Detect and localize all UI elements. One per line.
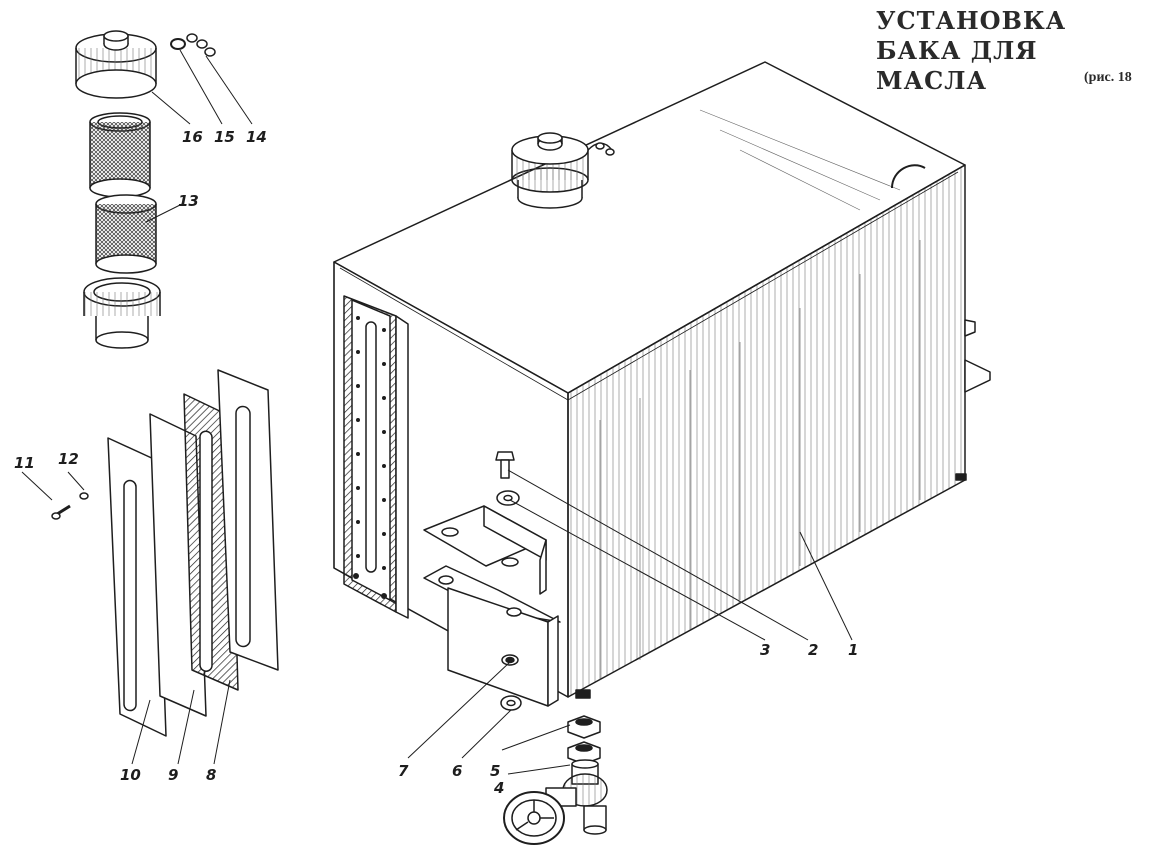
small-washer xyxy=(79,492,89,500)
callout-13: 13 xyxy=(178,192,199,210)
gauge-outer-frame xyxy=(107,437,167,737)
callout-12: 12 xyxy=(58,450,79,468)
callout-14: 14 xyxy=(246,128,267,146)
callout-2: 2 xyxy=(808,641,818,659)
oil-tank xyxy=(333,61,991,699)
callout-1: 1 xyxy=(848,641,858,659)
filler-cap-exploded xyxy=(75,30,157,99)
callout-8: 8 xyxy=(206,766,216,784)
callout-16: 16 xyxy=(182,128,203,146)
small-screw xyxy=(51,504,71,520)
filler-neck-exploded xyxy=(83,277,161,349)
union-nut-upper xyxy=(567,715,601,739)
callout-3: 3 xyxy=(760,641,770,659)
callout-9: 9 xyxy=(168,766,178,784)
callout-10: 10 xyxy=(120,766,141,784)
title-line-1: УСТАНОВКА xyxy=(876,6,1067,35)
callout-4: 4 xyxy=(493,779,504,797)
callout-11: 11 xyxy=(14,454,35,472)
callout-7: 7 xyxy=(398,762,409,780)
cap-chain xyxy=(186,33,216,57)
tank-filler-cap xyxy=(511,132,615,209)
mounting-bracket-lower xyxy=(423,565,561,707)
bolt xyxy=(495,451,515,479)
callout-6: 6 xyxy=(452,762,462,780)
callout-5: 5 xyxy=(490,762,500,780)
drain-valve xyxy=(503,759,608,845)
mounted-level-gauge xyxy=(343,295,409,619)
leader-lines xyxy=(21,49,853,775)
cap-ring xyxy=(170,38,186,50)
mounting-bracket-upper xyxy=(423,505,547,595)
callout-15: 15 xyxy=(214,128,235,146)
title-line-2: БАКА ДЛЯ МАСЛА xyxy=(876,36,1038,95)
gauge-inner-frame xyxy=(217,369,279,671)
figure-title: УСТАНОВКА БАКА ДЛЯ МАСЛА xyxy=(876,6,1153,96)
strainer-mesh xyxy=(89,112,157,274)
union-nut-lower xyxy=(567,741,601,765)
figure-reference: (рис. 18 xyxy=(1084,70,1132,85)
nut xyxy=(500,695,522,711)
